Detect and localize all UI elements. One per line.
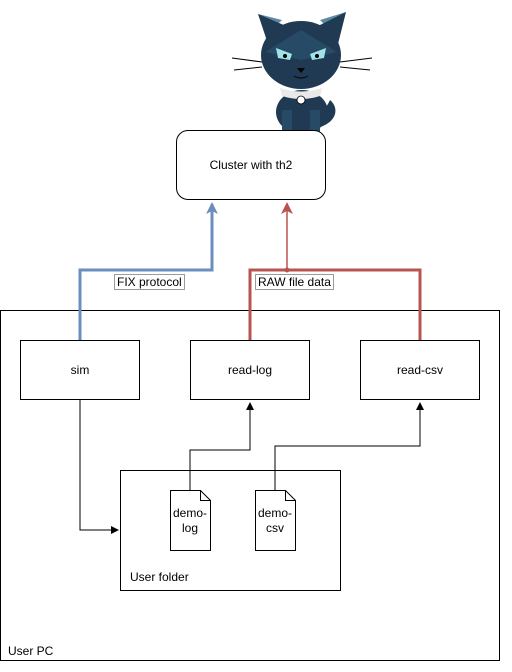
demo-log-to-read-log-connector (189, 402, 254, 490)
user-pc-label: User PC (8, 644, 54, 658)
sim-to-folder-connector (79, 400, 119, 534)
demo-csv-document-shape (255, 490, 296, 551)
demo-csv-label: demo- csv (257, 506, 292, 535)
fix-protocol-label: FIX protocol (114, 274, 185, 290)
read-log-label: read-log (227, 363, 273, 377)
read-log-node[interactable]: read-log (190, 340, 310, 400)
raw-file-data-label: RAW file data (255, 274, 334, 290)
demo-csv-to-read-csv-connector (274, 402, 424, 490)
sim-label: sim (70, 363, 90, 377)
raw-data-connector-log (248, 268, 422, 340)
demo-log-label: demo- log (172, 506, 207, 535)
user-folder-frame (120, 470, 341, 591)
cat-mascot-icon (231, 12, 373, 134)
read-csv-label: read-csv (396, 363, 443, 377)
cluster-label: Cluster with th2 (209, 158, 293, 172)
read-csv-node[interactable]: read-csv (360, 340, 480, 400)
sim-node[interactable]: sim (20, 340, 140, 400)
cluster-node[interactable]: Cluster with th2 (176, 130, 326, 200)
fix-protocol-connector (78, 202, 218, 340)
demo-log-document-shape (170, 490, 211, 551)
raw-junction-dot (284, 267, 290, 273)
user-folder-label: User folder (130, 570, 189, 584)
